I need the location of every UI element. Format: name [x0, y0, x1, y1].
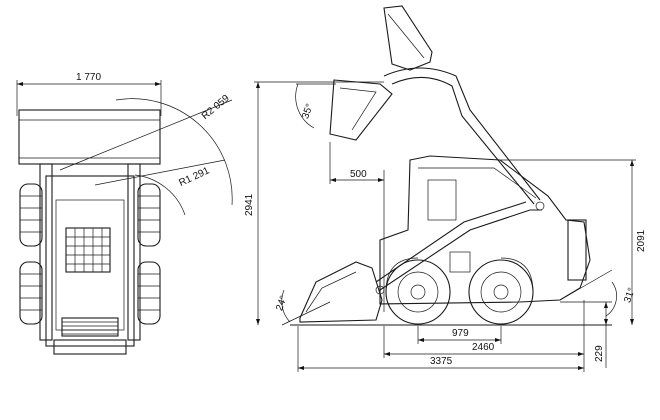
departure-angle-label: 31°: [622, 286, 638, 304]
radius-outer-label: R2 059: [200, 93, 232, 122]
side-view: 2941 35° 500 2091 24° 31° 979: [244, 5, 647, 372]
wheelbase-label: 2460: [472, 342, 495, 353]
rollback-angle-label: 24°: [274, 294, 290, 312]
ground-clearance-label: 229: [594, 345, 605, 362]
top-view: 1 770 R2 059 R1 291: [16, 72, 233, 355]
dump-reach-label: 500: [350, 169, 367, 180]
length-total-label: 3375: [430, 356, 453, 367]
height-machine-label: 2091: [636, 229, 647, 252]
dump-angle-label: 35°: [300, 102, 316, 120]
height-total-label: 2941: [244, 193, 255, 216]
width-label: 1 770: [76, 72, 101, 83]
radius-inner-label: R1 291: [177, 165, 211, 189]
wheel-track-label: 979: [452, 328, 469, 339]
